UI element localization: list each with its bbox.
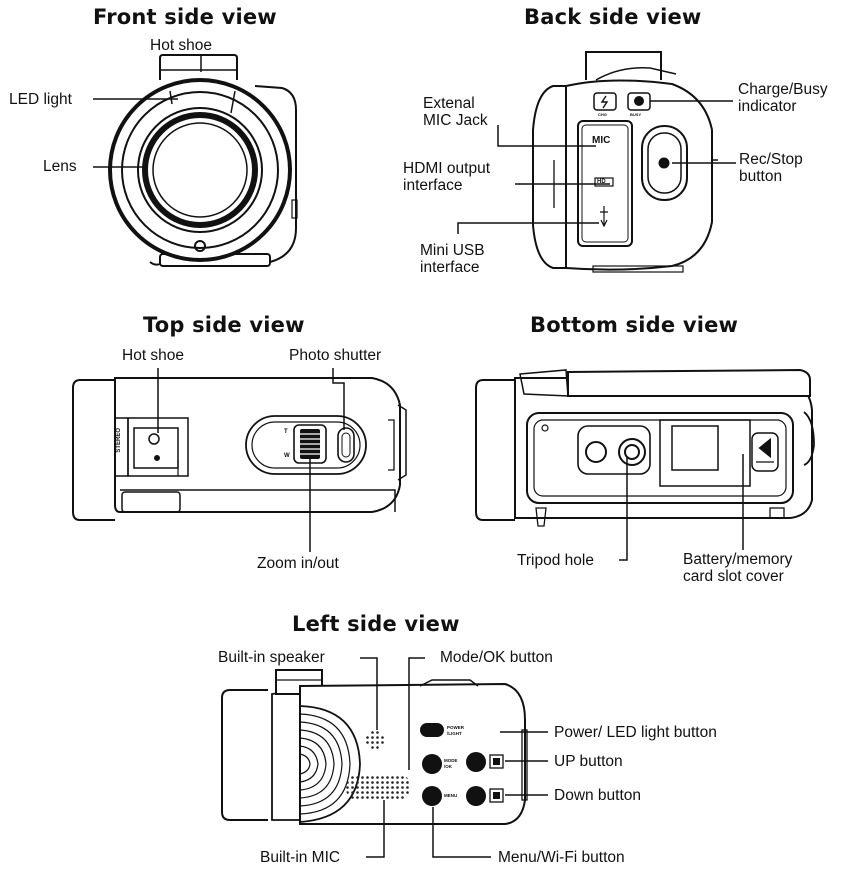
built-in-mic-grille bbox=[346, 774, 410, 800]
left-up-label: UP button bbox=[554, 753, 623, 770]
back-view-leaders bbox=[457, 100, 736, 234]
bottom-view-drawing bbox=[475, 368, 815, 527]
front-led-light-label: LED light bbox=[9, 91, 72, 108]
bottom-view-leaders bbox=[619, 454, 744, 561]
left-menu-marking: MENU bbox=[444, 793, 458, 798]
back-view-drawing bbox=[532, 51, 718, 273]
top-view-leaders bbox=[157, 368, 345, 552]
left-speaker-label: Built-in speaker bbox=[218, 649, 325, 666]
back-usb-label-line2: interface bbox=[420, 259, 480, 276]
back-usb-label-line1: Mini USB bbox=[420, 242, 485, 259]
left-view-title: Left side view bbox=[292, 612, 460, 636]
top-zoom-label: Zoom in/out bbox=[257, 555, 339, 572]
back-ext-mic-label-line2: MIC Jack bbox=[423, 112, 488, 129]
back-view-title: Back side view bbox=[524, 5, 702, 29]
back-hdmi-marking: HD bbox=[597, 179, 606, 185]
top-wide-marking: W bbox=[284, 453, 290, 459]
back-mic-marking: MIC bbox=[592, 135, 611, 146]
left-power-led-label: Power/ LED light button bbox=[554, 724, 717, 741]
top-photo-shutter-label: Photo shutter bbox=[289, 347, 382, 364]
front-view-leaders bbox=[93, 56, 202, 168]
front-view-title: Front side view bbox=[93, 5, 277, 29]
back-ext-mic-label-line1: Extenal bbox=[423, 95, 475, 112]
front-lens-label: Lens bbox=[43, 158, 77, 175]
back-busy-marking: BUSY bbox=[630, 112, 642, 117]
front-hot-shoe-label: Hot shoe bbox=[150, 37, 213, 54]
front-view-drawing bbox=[108, 54, 298, 267]
left-ok-marking: /OK bbox=[444, 764, 453, 769]
left-mic-label: Built-in MIC bbox=[260, 849, 341, 866]
back-hdmi-label-line1: HDMI output bbox=[403, 160, 491, 177]
back-chg-marking: CHG bbox=[598, 112, 607, 117]
top-stereo-marking: STEREO bbox=[116, 428, 122, 453]
top-hot-shoe-label: Hot shoe bbox=[122, 347, 185, 364]
left-menu-wifi-label: Menu/Wi-Fi button bbox=[498, 849, 625, 866]
left-view-leaders bbox=[360, 657, 548, 858]
top-view-drawing bbox=[72, 377, 407, 521]
bottom-view-title: Bottom side view bbox=[530, 313, 739, 337]
left-power-marking: POWER bbox=[447, 725, 465, 730]
top-tele-marking: T bbox=[284, 429, 288, 435]
built-in-speaker-grille bbox=[363, 728, 387, 752]
back-charge-label-line1: Charge/Busy bbox=[738, 81, 828, 98]
left-mode-marking: MODE bbox=[444, 758, 458, 763]
bottom-tripod-label: Tripod hole bbox=[517, 552, 594, 569]
bottom-battery-label-line1: Battery/memory bbox=[683, 551, 793, 568]
top-view-title: Top side view bbox=[143, 313, 305, 337]
left-mode-ok-label: Mode/OK button bbox=[440, 649, 553, 666]
left-light-marking: /LIGHT bbox=[447, 731, 462, 736]
bottom-battery-label-line2: card slot cover bbox=[683, 568, 784, 585]
back-charge-label-line2: indicator bbox=[738, 98, 797, 115]
back-hdmi-label-line2: interface bbox=[403, 177, 463, 194]
back-rec-stop-label-line1: Rec/Stop bbox=[739, 151, 803, 168]
left-down-label: Down button bbox=[554, 787, 642, 804]
back-rec-stop-label-line2: button bbox=[739, 168, 783, 185]
